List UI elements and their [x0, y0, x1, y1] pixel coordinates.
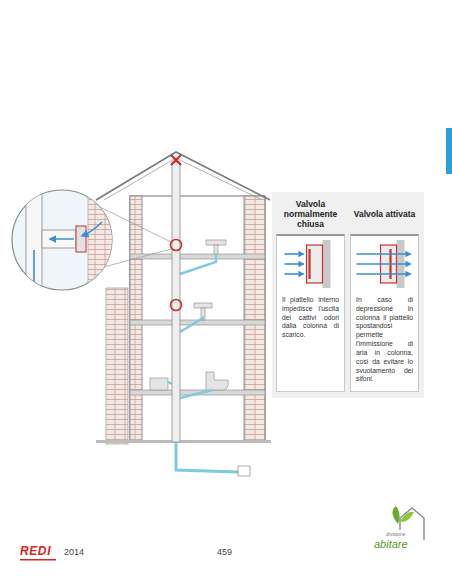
- zoom-stack: [26, 180, 42, 310]
- air-arrow: [33, 250, 35, 290]
- logo-leaf: [400, 512, 414, 522]
- air-arrow: [50, 238, 74, 240]
- air-arrow: [285, 263, 304, 265]
- panel-ground: [272, 192, 424, 398]
- drain-pipe: [180, 254, 216, 274]
- sink: [214, 245, 218, 254]
- zoom-branch: [42, 230, 76, 248]
- heading-band: Valvola attivata: [350, 196, 419, 234]
- wall: [323, 240, 331, 288]
- page-info: 459: [217, 548, 232, 558]
- air-arrow: [285, 273, 304, 275]
- roof: [96, 152, 270, 200]
- building: [96, 152, 271, 476]
- valve-picture: [277, 236, 344, 292]
- facade: [130, 196, 265, 442]
- brick-wall: [130, 196, 142, 442]
- drain-pipe: [180, 318, 203, 332]
- stack-pipe: [172, 162, 180, 442]
- air-arrow: [357, 263, 411, 265]
- bathtub: [150, 378, 168, 390]
- logo-redi-bar: [20, 559, 56, 561]
- valve-panel: Valvola normalmente chiusa Il piattello i…: [276, 196, 345, 392]
- panel-box: Il piattello interno impedisce l'uscita …: [276, 234, 345, 392]
- zoom-detail: [26, 180, 118, 310]
- air-arrow: [285, 253, 304, 255]
- logo-text: abitare: [374, 538, 408, 550]
- logo-text: REDI: [20, 545, 51, 558]
- drain-pipe: [176, 440, 238, 472]
- brick-wall: [244, 196, 265, 442]
- zoom-valve: [76, 226, 86, 252]
- logo-leaf: [392, 506, 399, 524]
- toilet: [206, 372, 228, 390]
- air-arrow: [357, 253, 411, 255]
- valve-picture: [351, 236, 418, 292]
- roof: [104, 158, 262, 200]
- ground-line: [96, 440, 271, 443]
- valve-panel: Valvola attivata In caso di depressione i…: [350, 196, 419, 392]
- inspection-box: [238, 466, 250, 476]
- air-arrow: [357, 273, 411, 275]
- valve-body: [307, 245, 323, 283]
- page-tab: [446, 128, 452, 174]
- panel-text: In caso di depressione in colonna il pia…: [351, 292, 418, 390]
- valve-marker: [171, 240, 182, 251]
- blocked-vent: [171, 155, 181, 165]
- panel-text: Il piattello interno impedisce l'uscita …: [277, 292, 344, 346]
- air-arrow: [82, 222, 102, 236]
- panel-heading: Valvola attivata: [354, 210, 415, 220]
- zoom-wall: [88, 180, 118, 310]
- heading-band: Valvola normalmente chiusa: [276, 196, 345, 234]
- page-info: 2014: [64, 548, 84, 558]
- valve-marker: [171, 300, 182, 311]
- panel-heading: Valvola normalmente chiusa: [276, 200, 345, 229]
- valve-disc: [308, 249, 310, 279]
- panel-box: In caso di depressione in colonna il pia…: [350, 234, 419, 392]
- sink: [206, 240, 226, 245]
- left-column: [106, 288, 128, 444]
- logo-text: divisione: [386, 532, 405, 538]
- washbasin: [194, 303, 212, 308]
